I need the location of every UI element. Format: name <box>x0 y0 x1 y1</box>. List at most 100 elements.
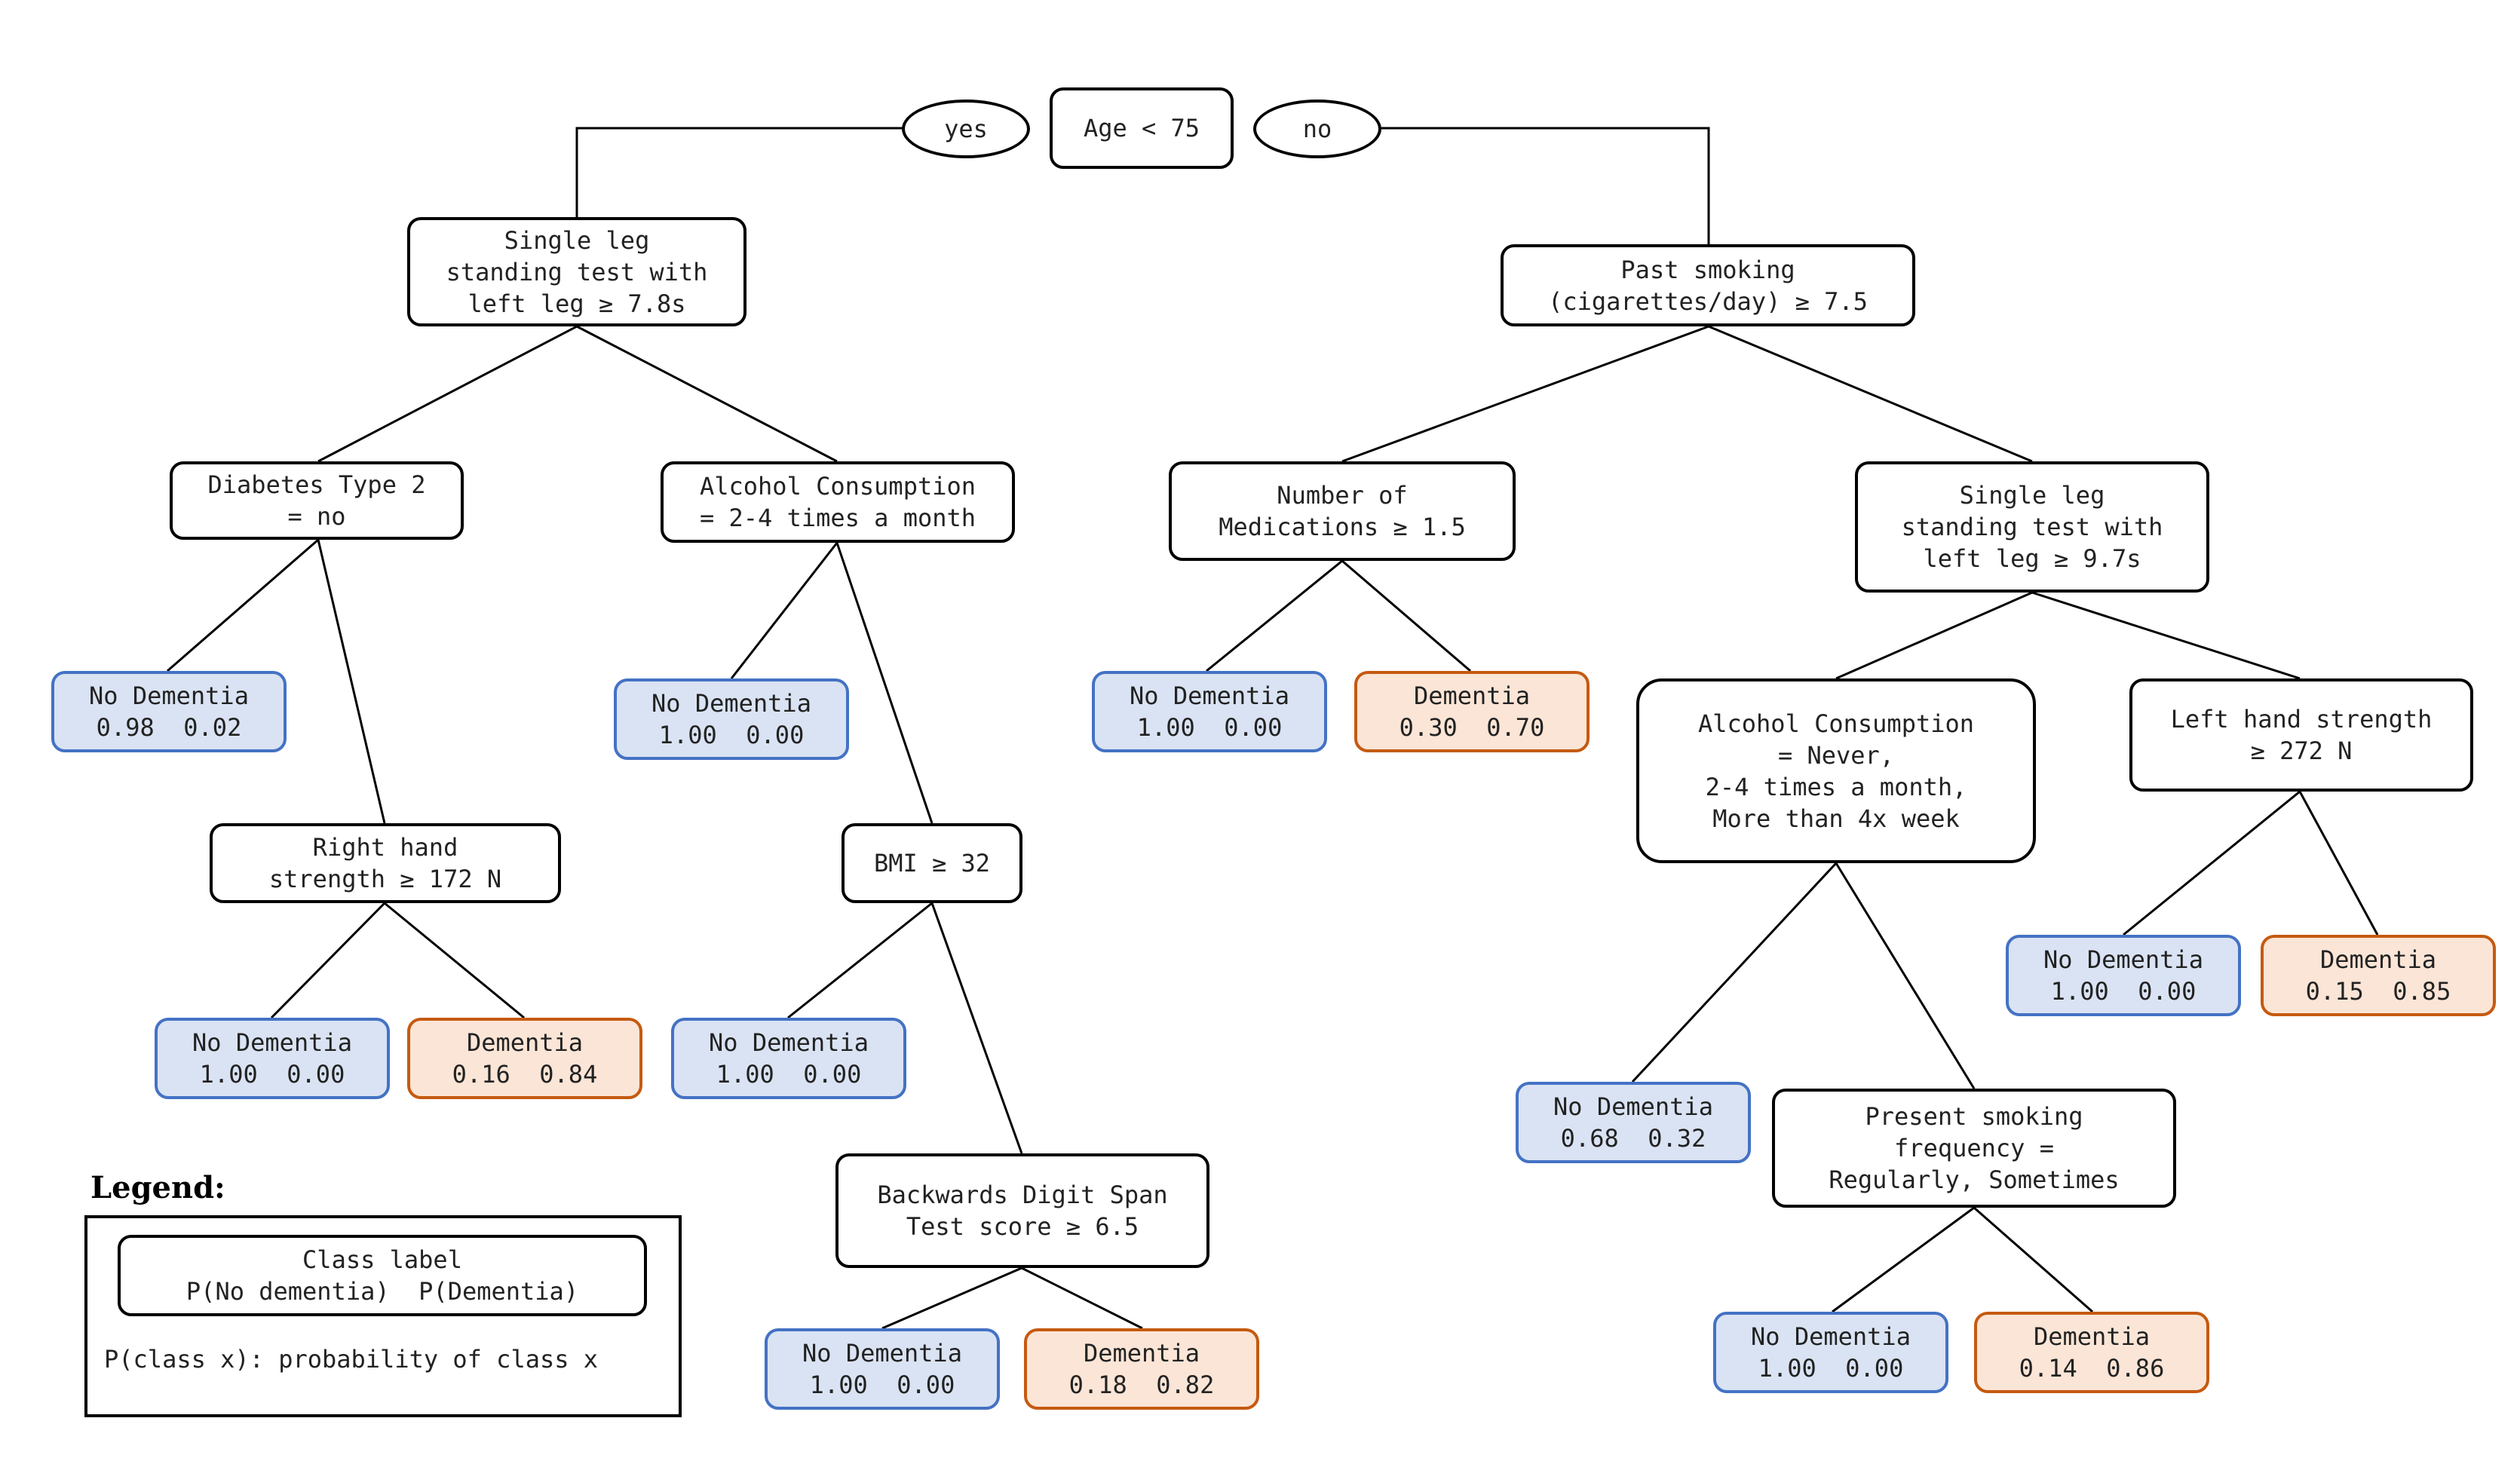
leaf-dementia: Dementia 0.15 0.85 <box>2261 935 2496 1016</box>
legend-box: Class label P(No dementia) P(Dementia) P… <box>84 1215 682 1417</box>
node-text: (cigarettes/day) ≥ 7.5 <box>1548 286 1868 316</box>
node-text: 2-4 times a month, <box>1705 772 1967 801</box>
legend-sample-node: Class label P(No dementia) P(Dementia) <box>118 1235 647 1316</box>
leaf-probabilities: 1.00 0.00 <box>1136 713 1283 742</box>
leaf-probabilities: 0.15 0.85 <box>2305 977 2451 1006</box>
edge <box>881 1266 1022 1330</box>
edge <box>730 542 838 679</box>
edge <box>270 902 386 1019</box>
leaf-label: Dementia <box>1083 1339 1200 1368</box>
node-medications: Number of Medications ≥ 1.5 <box>1169 461 1516 561</box>
leaf-label: No Dementia <box>192 1028 352 1057</box>
leaf-no-dementia: No Dementia 1.00 0.00 <box>614 678 849 760</box>
edge <box>317 325 578 463</box>
leaf-dementia: Dementia 0.18 0.82 <box>1024 1328 1259 1410</box>
leaf-no-dementia: No Dementia 1.00 0.00 <box>155 1018 390 1099</box>
node-text: BMI ≥ 32 <box>873 849 991 877</box>
node-right-hand: Right hand strength ≥ 172 N <box>210 823 561 903</box>
leaf-probabilities: 0.98 0.02 <box>96 713 242 742</box>
leaf-probabilities: 0.14 0.86 <box>2019 1354 2165 1383</box>
node-text: Alcohol Consumption <box>1697 709 1975 738</box>
node-past-smoking: Past smoking (cigarettes/day) ≥ 7.5 <box>1501 244 1915 326</box>
leaf-label: No Dementia <box>1751 1322 1911 1351</box>
leaf-no-dementia: No Dementia 0.98 0.02 <box>51 671 287 752</box>
edge <box>2298 791 2379 936</box>
leaf-no-dementia: No Dementia 1.00 0.00 <box>1092 671 1327 752</box>
leaf-label: Dementia <box>2033 1322 2151 1351</box>
node-text: Age < 75 <box>1083 114 1200 142</box>
leaf-probabilities: 0.30 0.70 <box>1399 713 1545 742</box>
edge <box>1832 1206 1975 1313</box>
edge <box>1835 591 2033 680</box>
leaf-probabilities: 1.00 0.00 <box>809 1371 955 1399</box>
leaf-label: Dementia <box>1413 681 1531 710</box>
leaf-probabilities: 0.16 0.84 <box>452 1060 598 1089</box>
edge-root-no <box>1379 127 1710 244</box>
node-left-hand: Left hand strength ≥ 272 N <box>2129 678 2473 792</box>
legend-title: Legend: <box>90 1170 225 1205</box>
edge <box>576 325 838 463</box>
node-text: frequency = <box>1894 1134 2054 1162</box>
edge <box>1341 325 1709 463</box>
edge-root-yes <box>575 127 908 217</box>
node-text: Test score ≥ 6.5 <box>906 1212 1139 1241</box>
node-text: Past smoking <box>1620 255 1795 284</box>
leaf-no-dementia: No Dementia 0.68 0.32 <box>1516 1082 1751 1163</box>
edge <box>1021 1266 1143 1330</box>
leaf-probabilities: 1.00 0.00 <box>199 1060 345 1089</box>
leaf-label: Dementia <box>2319 945 2437 974</box>
edge <box>1708 325 2033 463</box>
legend-note: P(class x): probability of class x <box>104 1345 599 1374</box>
node-alcohol-2-4: Alcohol Consumption = 2-4 times a month <box>661 461 1015 543</box>
node-text: strength ≥ 172 N <box>268 865 502 893</box>
node-text: Regularly, Sometimes <box>1829 1165 2120 1194</box>
yes-edge-label: yes <box>902 100 1030 158</box>
leaf-label: No Dementia <box>2043 945 2203 974</box>
leaf-dementia: Dementia 0.30 0.70 <box>1354 671 1590 752</box>
node-bmi: BMI ≥ 32 <box>842 823 1022 903</box>
node-digit-span: Backwards Digit Span Test score ≥ 6.5 <box>835 1153 1209 1268</box>
edge <box>1835 862 1976 1089</box>
leaf-label: No Dementia <box>651 689 811 718</box>
node-text: ≥ 272 N <box>2250 737 2353 765</box>
leaf-probabilities: 1.00 0.00 <box>658 721 805 749</box>
edge <box>2031 591 2301 680</box>
leaf-no-dementia: No Dementia 1.00 0.00 <box>2006 935 2241 1016</box>
node-text: Right hand <box>312 833 458 862</box>
edge <box>787 902 933 1019</box>
node-text: left leg ≥ 9.7s <box>1923 544 2141 573</box>
root-node-age: Age < 75 <box>1050 87 1234 169</box>
node-text: = Never, <box>1777 740 1895 770</box>
leaf-label: No Dementia <box>709 1028 869 1057</box>
leaf-no-dementia: No Dementia 1.00 0.00 <box>765 1328 1000 1410</box>
leaf-no-dementia: No Dementia 1.00 0.00 <box>1713 1312 1948 1393</box>
node-text: Number of <box>1277 481 1408 510</box>
edge <box>1973 1206 2093 1313</box>
edge <box>2123 790 2301 936</box>
edge <box>384 902 525 1019</box>
node-single-leg-9-7: Single leg standing test with left leg ≥… <box>1855 461 2209 593</box>
node-text: Alcohol Consumption <box>699 472 976 501</box>
node-single-leg-7-8: Single leg standing test with left leg ≥… <box>407 217 746 326</box>
edge <box>1341 559 1471 672</box>
node-text: standing test with <box>1901 513 2163 541</box>
node-text: More than 4x week <box>1712 804 1960 833</box>
edge <box>317 539 386 824</box>
leaf-probabilities: 1.00 0.00 <box>2050 977 2197 1006</box>
no-edge-label: no <box>1253 100 1381 158</box>
node-text: Diabetes Type 2 <box>207 470 426 499</box>
leaf-dementia: Dementia 0.14 0.86 <box>1974 1312 2209 1393</box>
leaf-no-dementia: No Dementia 1.00 0.00 <box>671 1018 906 1099</box>
node-diabetes: Diabetes Type 2 = no <box>170 461 464 540</box>
leaf-label: No Dementia <box>802 1339 962 1368</box>
node-text: standing test with <box>446 257 708 286</box>
node-alcohol-multi: Alcohol Consumption = Never, 2-4 times a… <box>1636 678 2036 863</box>
node-text: = 2-4 times a month <box>699 504 976 532</box>
edge <box>835 542 934 824</box>
leaf-dementia: Dementia 0.16 0.84 <box>407 1018 642 1099</box>
node-text: Single leg <box>1959 481 2105 510</box>
leaf-probabilities: 0.18 0.82 <box>1068 1371 1215 1399</box>
edge <box>1631 862 1838 1083</box>
